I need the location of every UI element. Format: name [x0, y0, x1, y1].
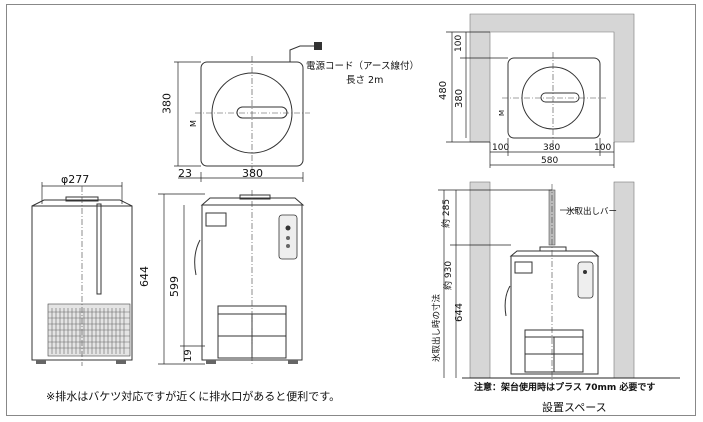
space-front-body-dim: 644: [454, 303, 465, 322]
space-top-total-width-dim: 580: [541, 156, 558, 166]
space-top-mark: M: [498, 110, 506, 116]
space-top-left-dim: 100: [492, 143, 509, 153]
side-view-diameter-dim: φ277: [61, 173, 89, 186]
space-top-width-dim: 380: [543, 143, 560, 153]
space-front-total-dim: 約 930: [442, 261, 454, 290]
power-cord-icon: [289, 45, 316, 62]
front-logo-label: [205, 212, 227, 227]
drain-footnote: ※排水はバケツ対応ですが近くに排水口があると便利です。: [46, 389, 340, 403]
side-view: [31, 182, 133, 366]
space-top-total-depth-dim: 480: [438, 81, 449, 100]
front-total-height-dim: 644: [138, 266, 151, 287]
space-top-view: [446, 13, 635, 168]
front-foot-height-dim: 19: [183, 349, 194, 362]
cord-label-line2: 長さ 2m: [346, 75, 383, 86]
space-title: 設置スペース: [542, 400, 607, 414]
space-front-view: [438, 181, 680, 380]
ice-bar-label: 氷取出しバー: [566, 206, 617, 217]
top-view-mark: M: [189, 120, 198, 127]
cord-label-line1: 電源コード（アース線付）: [306, 60, 419, 72]
front-body-height-dim: 599: [168, 276, 181, 297]
top-view-depth-dim: 380: [161, 93, 174, 114]
drawing-frame: [6, 4, 696, 416]
space-top-right-dim: 100: [594, 143, 611, 153]
space-front-extra-dim: 約 285: [440, 199, 452, 228]
space-top-back-dim: 100: [454, 35, 464, 52]
space-front-note: 注意：架台使用時はプラス 70mm 必要です: [474, 381, 655, 393]
top-view-offset-dim: 23: [178, 167, 192, 180]
top-view-width-dim: 380: [242, 167, 263, 180]
side-vent-grille: [48, 308, 130, 354]
front-view: [158, 190, 305, 366]
space-top-depth-dim: 380: [454, 89, 465, 108]
space-front-vertical-label: 氷取出し時の寸法: [431, 294, 442, 362]
top-view: [174, 42, 322, 182]
